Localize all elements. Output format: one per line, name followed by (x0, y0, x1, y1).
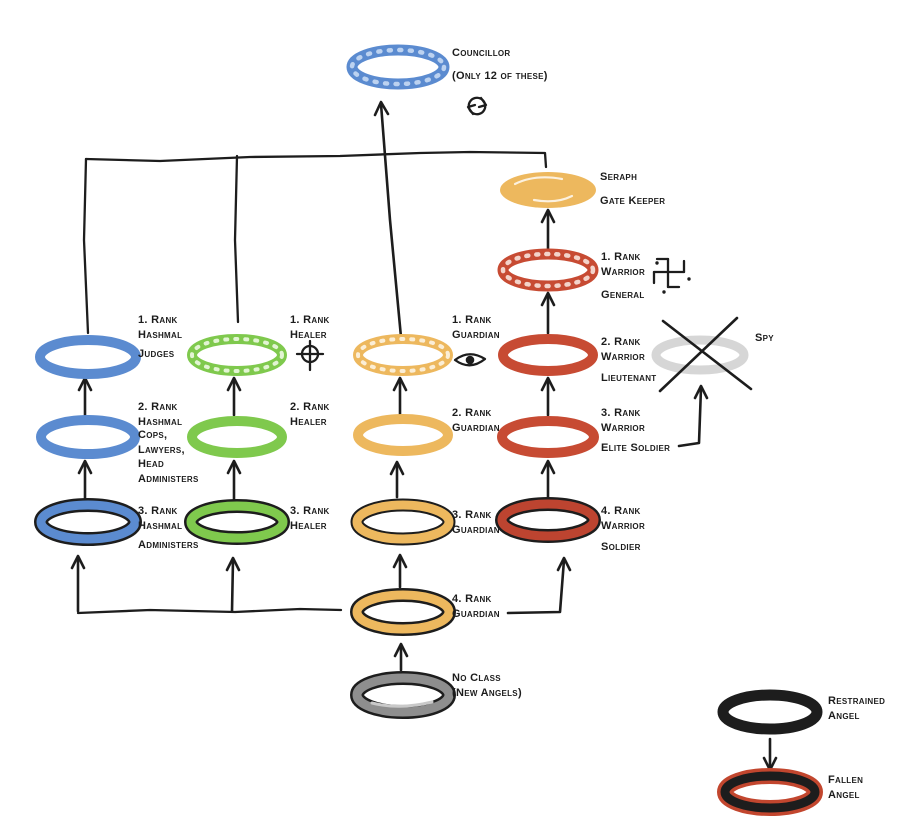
arrow-warrior3-to-spy (677, 384, 709, 448)
ring-guardian-rank2 (353, 414, 453, 456)
arrow-warrior3-to-warrior2 (540, 376, 556, 417)
label-guardian-rank1: 1. Rank Guardian (452, 314, 500, 341)
ring-healer-rank3 (184, 499, 290, 545)
ring-restrained-angel (717, 689, 823, 735)
label-councillor: Councillor (452, 47, 511, 59)
label-seraph-role: Gate Keeper (600, 195, 666, 207)
ring-councillor (346, 44, 450, 90)
manji-icon (652, 257, 691, 294)
label-warrior-rank3-role: Elite Soldier (601, 442, 671, 454)
arrow-healer2-to-healer1 (226, 376, 242, 417)
label-warrior-rank4-role: Soldier (601, 541, 641, 553)
label-councillor-note: (Only 12 of these) (452, 70, 548, 82)
arrow-guardian4-to-warrior4 (506, 556, 572, 615)
label-no-class: No Class (New Angels) (452, 672, 522, 699)
top-branch-connector (82, 150, 548, 335)
label-healer-rank1: 1. Rank Healer (290, 314, 330, 341)
arrow-healer3-to-healer2 (226, 459, 242, 502)
label-hashmal-rank1-role: Judges (138, 348, 175, 360)
label-warrior-rank2: 2. Rank Warrior (601, 336, 646, 363)
arrow-guardian4-to-guardian3 (392, 553, 408, 589)
shape-seraph (500, 172, 596, 208)
arrow-hashmal2-to-hashmal1 (77, 376, 93, 417)
ring-guardian-rank1 (353, 334, 453, 376)
ring-healer-rank1 (187, 334, 287, 376)
label-seraph: Seraph (600, 171, 638, 183)
label-fallen-angel: Fallen Angel (828, 774, 864, 801)
ring-warrior-rank1 (497, 248, 599, 292)
ring-no-class (350, 671, 456, 719)
arrow-guardian1-to-councillor (373, 100, 403, 339)
label-hashmal-rank3-role: Administers (138, 539, 199, 551)
ring-guardian-rank3 (350, 498, 456, 546)
ring-hashmal-rank2 (36, 415, 140, 459)
arrow-warrior1-to-seraph (540, 208, 556, 253)
arrow-warrior2-to-warrior1 (540, 291, 556, 335)
ring-warrior-rank4 (495, 497, 601, 543)
ring-fallen-angel (717, 768, 823, 816)
label-restrained-angel: Restrained Angel (828, 695, 886, 722)
label-healer-rank2: 2. Rank Healer (290, 401, 330, 428)
ring-warrior-rank2 (498, 334, 598, 376)
label-hashmal-rank1: 1. Rank Hashmal (138, 314, 183, 341)
label-guardian-rank4: 4. Rank Guardian (452, 593, 500, 620)
spy-cross-line-2 (658, 316, 739, 393)
ring-warrior-rank3 (497, 416, 599, 458)
label-hashmal-rank2-role: Cops, Lawyers, Head Administers (138, 429, 199, 485)
eye-icon (453, 353, 487, 367)
ring-spy (651, 316, 753, 393)
arrow-guardian2-to-guardian1 (392, 376, 408, 417)
cycle-arrows-icon (466, 96, 488, 116)
arrow-noclass-to-guardian4 (393, 642, 409, 672)
label-spy: Spy (755, 332, 774, 344)
label-warrior-rank2-role: Lieutenant (601, 372, 657, 384)
arrow-hashmal3-to-hashmal2 (77, 459, 93, 502)
label-warrior-rank1: 1. Rank Warrior (601, 251, 646, 278)
label-warrior-rank1-role: General (601, 289, 645, 301)
spy-cross-line-1 (661, 319, 753, 391)
label-guardian-rank3: 3. Rank Guardian (452, 509, 500, 536)
ring-healer-rank2 (187, 416, 287, 458)
label-hashmal-rank2: 2. Rank Hashmal (138, 401, 183, 428)
label-hashmal-rank3: 3. Rank Hashmal (138, 505, 183, 532)
label-warrior-rank3: 3. Rank Warrior (601, 407, 646, 434)
arrow-connector-to-healer3 (225, 556, 241, 613)
arrow-connector-to-hashmal3 (70, 554, 86, 613)
arrow-warrior4-to-warrior3 (540, 459, 556, 502)
label-guardian-rank2: 2. Rank Guardian (452, 407, 500, 434)
crosshair-icon (295, 339, 325, 372)
bottom-left-connector (76, 607, 343, 615)
ring-hashmal-rank1 (35, 335, 141, 379)
ring-hashmal-rank3 (34, 498, 142, 546)
ring-guardian-rank4 (350, 588, 456, 636)
arrow-guardian3-to-guardian2 (389, 460, 405, 499)
label-warrior-rank4: 4. Rank Warrior (601, 505, 646, 532)
arrow-restrained-to-fallen (762, 737, 778, 772)
label-healer-rank3: 3. Rank Healer (290, 505, 330, 532)
